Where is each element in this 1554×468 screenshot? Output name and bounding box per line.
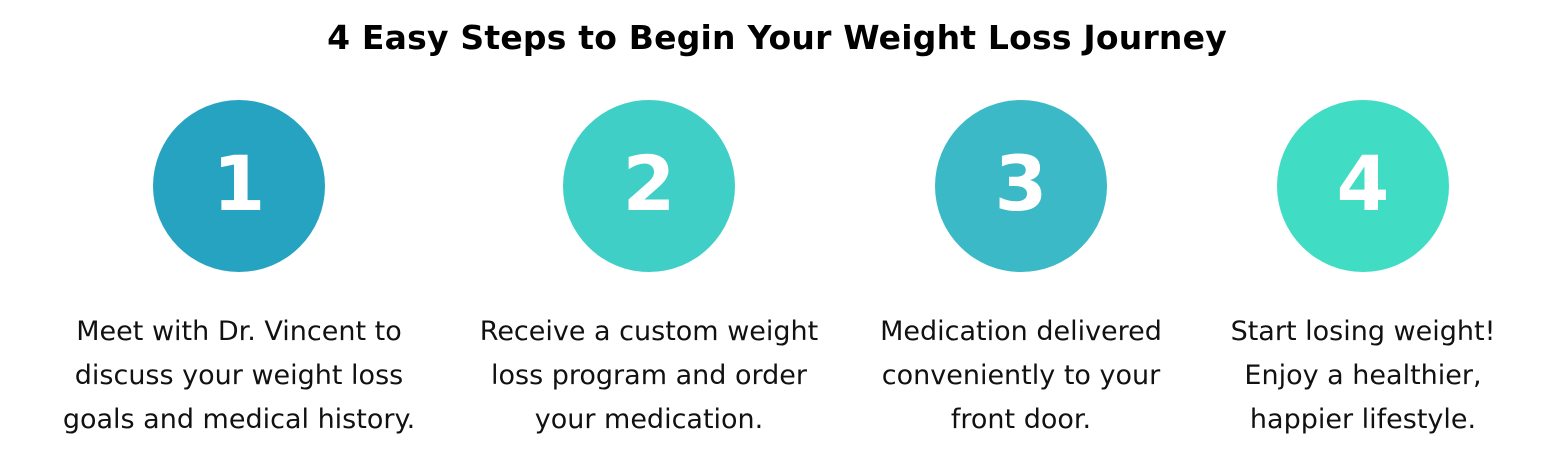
- step-1-description: Meet with Dr. Vincent to discuss your we…: [49, 310, 429, 442]
- step-1-number: 1: [212, 139, 266, 228]
- step-4-line-2: Enjoy a healthier,: [1244, 360, 1482, 391]
- step-3-line-3: front door.: [950, 404, 1092, 435]
- step-3-line-2: conveniently to your: [881, 360, 1161, 391]
- step-3-circle: 3: [935, 100, 1107, 272]
- step-2-line-1: Receive a custom weight: [479, 316, 819, 347]
- step-4-description: Start losing weight! Enjoy a healthier, …: [1173, 310, 1553, 442]
- step-2-line-2: loss program and order: [491, 360, 807, 391]
- step-3-line-1: Medication delivered: [880, 316, 1162, 347]
- step-4-line-1: Start losing weight!: [1230, 316, 1496, 347]
- step-2-line-3: your medication.: [534, 404, 764, 435]
- step-3: 3 Medication delivered conveniently to y…: [831, 100, 1211, 442]
- step-2-circle: 2: [563, 100, 735, 272]
- step-4: 4 Start losing weight! Enjoy a healthier…: [1173, 100, 1553, 442]
- step-2-number: 2: [622, 139, 676, 228]
- step-1-circle: 1: [153, 100, 325, 272]
- page-title: 4 Easy Steps to Begin Your Weight Loss J…: [327, 18, 1227, 57]
- step-4-number: 4: [1336, 139, 1390, 228]
- step-2: 2 Receive a custom weight loss program a…: [459, 100, 839, 442]
- step-1: 1 Meet with Dr. Vincent to discuss your …: [49, 100, 429, 442]
- step-2-description: Receive a custom weight loss program and…: [459, 310, 839, 442]
- step-3-description: Medication delivered conveniently to you…: [831, 310, 1211, 442]
- step-4-line-3: happier lifestyle.: [1249, 404, 1477, 435]
- step-1-line-1: Meet with Dr. Vincent to: [76, 316, 402, 347]
- step-4-circle: 4: [1277, 100, 1449, 272]
- step-1-line-3: goals and medical history.: [62, 404, 416, 435]
- step-3-number: 3: [994, 139, 1048, 228]
- step-1-line-2: discuss your weight loss: [74, 360, 404, 391]
